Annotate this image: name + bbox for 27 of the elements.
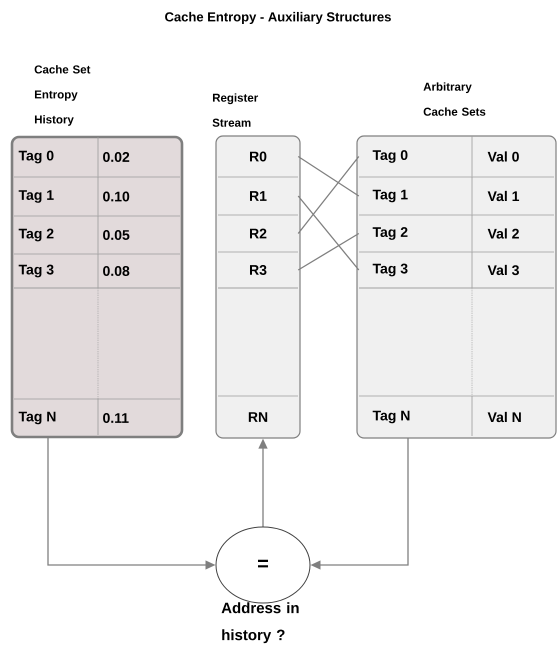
- panel-heading: Cache Set Entropy History: [34, 65, 90, 126]
- result-caption: Address in history ?: [222, 602, 299, 644]
- table-row: [14, 288, 180, 400]
- table-row: RN: [248, 412, 268, 422]
- connector-line: [298, 156, 360, 197]
- table-row: [358, 288, 554, 396]
- node-label: R3: [250, 265, 266, 275]
- table-row: [218, 288, 298, 396]
- panel-heading: Arbitrary Cache Sets: [423, 82, 486, 116]
- connector-line: [298, 232, 360, 271]
- table-row: Tag 3 0.08: [14, 254, 180, 288]
- table-row: Tag 1 0.10: [14, 176, 180, 216]
- table-row: R1: [218, 191, 298, 216]
- table-row: Tag 1 Val 1: [358, 176, 554, 216]
- table-row: Tag 0 Val 0: [358, 136, 554, 178]
- table-row: R2: [218, 228, 298, 252]
- table-row: R0: [218, 152, 298, 178]
- title: Cache Entropy - Auxiliary Structures: [165, 12, 391, 24]
- connector-line: [298, 156, 360, 234]
- panel-heading: Register Stream: [212, 93, 258, 127]
- connector-line: [298, 196, 360, 270]
- table-row: Tag N 0.11: [18, 398, 129, 436]
- table-row: Tag 2 Val 2: [358, 214, 554, 252]
- table-row: Tag 0 0.02: [14, 136, 180, 178]
- table-row: Tag 3 Val 3: [358, 252, 554, 288]
- table-row: Tag N Val N: [372, 396, 521, 436]
- table-row: Tag 2 0.05: [14, 216, 180, 254]
